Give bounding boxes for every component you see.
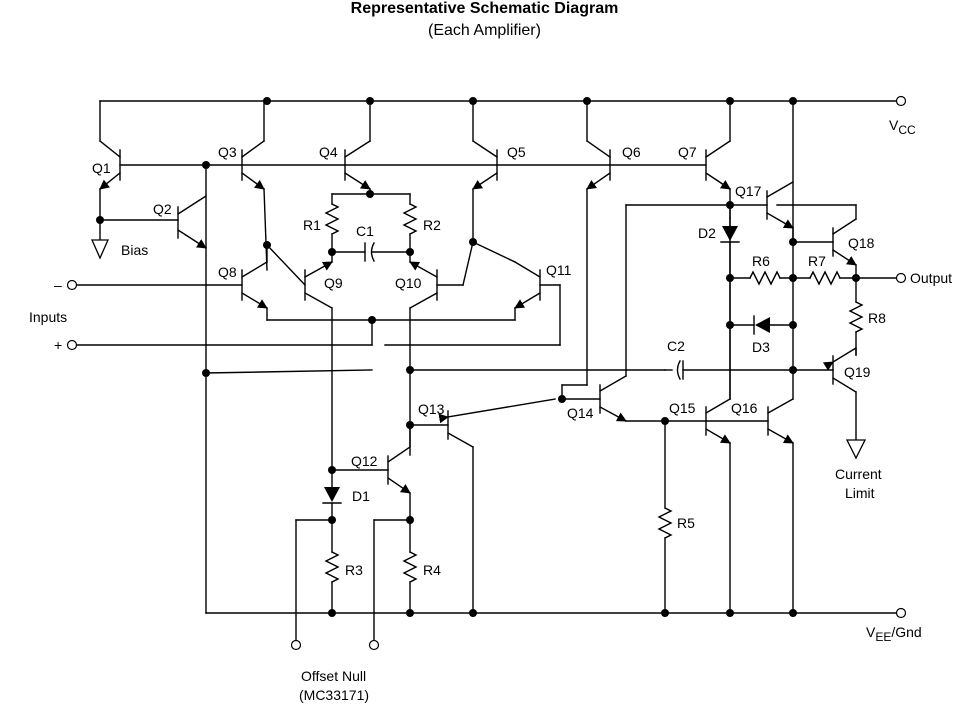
transistor-labels: Q1 Q2 Q3 Q4 Q5 Q6 Q7 Q8 Q9 Q10 Q11 Q12 Q… bbox=[92, 144, 875, 469]
transistor-q7 bbox=[705, 100, 731, 219]
bias-ground-symbol bbox=[90, 239, 110, 260]
resistor-r2 bbox=[402, 193, 418, 253]
label-output: Output bbox=[910, 270, 952, 286]
capacitor-c2 bbox=[664, 360, 794, 380]
transistor-q16 bbox=[705, 100, 794, 614]
resistor-r3 bbox=[324, 551, 340, 614]
transistor-q1 bbox=[99, 100, 121, 241]
label-q4: Q4 bbox=[319, 144, 338, 160]
label-d2: D2 bbox=[698, 225, 716, 241]
transistor-q2 bbox=[99, 195, 207, 249]
component-labels: R1 R2 R3 R4 R5 R6 R7 R8 C1 C2 D1 D2 D3 bbox=[303, 217, 886, 578]
label-mc33171: (MC33171) bbox=[299, 687, 369, 703]
label-q14: Q14 bbox=[567, 405, 594, 421]
transistor-q19 bbox=[792, 347, 857, 441]
resistor-r6 bbox=[729, 270, 811, 286]
label-r3: R3 bbox=[345, 562, 363, 578]
label-bias: Bias bbox=[121, 242, 148, 258]
label-r2: R2 bbox=[423, 217, 441, 233]
label-q12: Q12 bbox=[351, 453, 378, 469]
output-terminal bbox=[895, 272, 907, 284]
resistor-r4 bbox=[402, 551, 418, 614]
label-inputs: Inputs bbox=[29, 309, 67, 325]
resistor-r1 bbox=[324, 193, 340, 253]
transistor-q5 bbox=[472, 100, 498, 243]
label-q6: Q6 bbox=[622, 144, 641, 160]
label-q7: Q7 bbox=[678, 144, 697, 160]
label-r6: R6 bbox=[752, 253, 770, 269]
label-r5: R5 bbox=[677, 515, 695, 531]
label-q17: Q17 bbox=[735, 183, 762, 199]
transistor-q10 bbox=[409, 241, 474, 456]
label-vee: VEE/Gnd bbox=[866, 624, 922, 644]
label-q9: Q9 bbox=[324, 275, 343, 291]
diagram-title: Representative Schematic Diagram bbox=[350, 0, 619, 17]
label-offset-null: Offset Null bbox=[301, 668, 366, 684]
label-q19: Q19 bbox=[844, 364, 871, 380]
label-r4: R4 bbox=[423, 562, 441, 578]
diagram-subtitle: (Each Amplifier) bbox=[428, 22, 541, 39]
label-c1: C1 bbox=[356, 223, 374, 239]
current-limit-ground-symbol bbox=[845, 439, 867, 460]
label-vcc: VCC bbox=[889, 117, 916, 137]
label-limit: Limit bbox=[845, 485, 875, 501]
label-r7: R7 bbox=[808, 253, 826, 269]
label-q1: Q1 bbox=[92, 160, 111, 176]
noninverting-input-line bbox=[76, 319, 373, 346]
label-q18: Q18 bbox=[848, 235, 875, 251]
label-r8: R8 bbox=[868, 310, 886, 326]
transistor-q6 bbox=[561, 100, 611, 400]
transistor-q9 bbox=[266, 244, 333, 471]
label-d3: D3 bbox=[752, 339, 770, 355]
label-plus: + bbox=[54, 337, 62, 353]
label-q13: Q13 bbox=[418, 401, 445, 417]
resistor-r5 bbox=[657, 420, 673, 614]
offset-null-terminal-left bbox=[290, 639, 302, 651]
label-q3: Q3 bbox=[218, 144, 237, 160]
vee-terminal bbox=[895, 607, 907, 619]
label-q11: Q11 bbox=[546, 262, 572, 278]
label-c2: C2 bbox=[667, 338, 685, 354]
noninverting-input-terminal bbox=[66, 339, 78, 351]
offset-null-terminal-right bbox=[368, 639, 380, 651]
label-q5: Q5 bbox=[507, 144, 526, 160]
transistor-q14 bbox=[561, 204, 731, 422]
junction-dots bbox=[96, 97, 860, 617]
label-current: Current bbox=[835, 466, 882, 482]
transistor-q12 bbox=[331, 424, 411, 553]
inverting-input-terminal bbox=[66, 279, 78, 291]
label-r1: R1 bbox=[303, 217, 321, 233]
label-q10: Q10 bbox=[395, 275, 422, 291]
offset-null-lines bbox=[295, 519, 411, 642]
resistor-r8 bbox=[848, 301, 864, 356]
label-q15: Q15 bbox=[669, 400, 696, 416]
bias-feed-line bbox=[205, 369, 666, 374]
transistor-q18 bbox=[776, 204, 857, 303]
diode-d3 bbox=[729, 315, 794, 335]
transistor-q8 bbox=[241, 244, 268, 321]
label-q16: Q16 bbox=[731, 400, 758, 416]
transistor-q4 bbox=[344, 100, 371, 195]
transistor-q13 bbox=[409, 398, 556, 614]
label-q2: Q2 bbox=[153, 201, 172, 217]
terminal-labels: VCC VEE/Gnd Output Inputs – + Bias Curre… bbox=[29, 117, 952, 703]
label-q8: Q8 bbox=[218, 264, 237, 280]
transistor-q11 bbox=[384, 241, 561, 346]
diode-d1 bbox=[322, 469, 342, 553]
capacitor-c1 bbox=[331, 242, 411, 262]
label-minus: – bbox=[54, 277, 62, 293]
transistor-q17 bbox=[729, 181, 794, 243]
vcc-terminal bbox=[895, 95, 907, 107]
label-d1: D1 bbox=[352, 488, 370, 504]
transistor-q3 bbox=[241, 100, 268, 271]
diode-d2 bbox=[720, 204, 740, 400]
resistor-r7 bbox=[809, 270, 898, 286]
